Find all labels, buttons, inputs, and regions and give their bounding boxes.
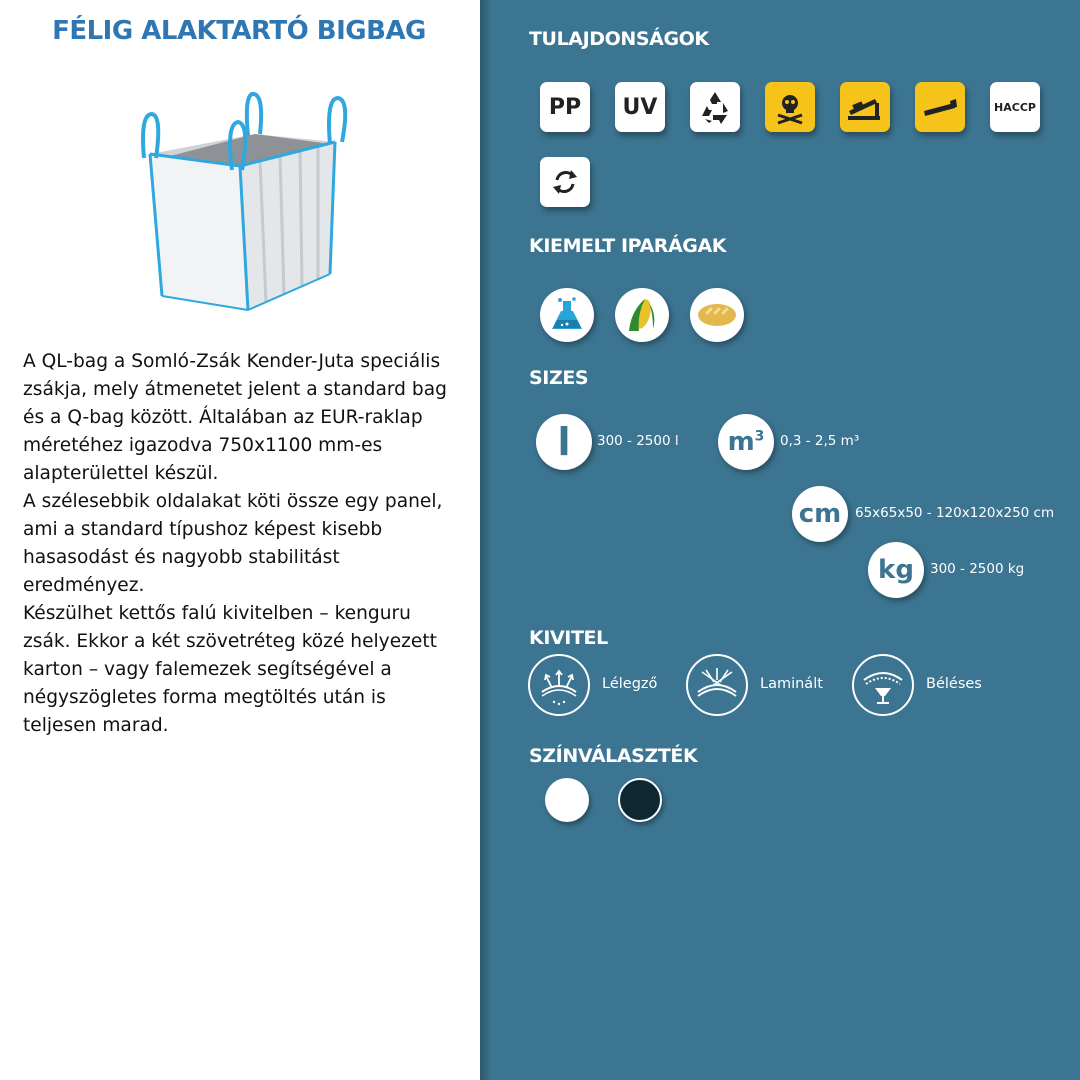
finish-label-lined: Béléses	[926, 676, 982, 692]
product-description: A QL-bag a Somló-Zsák Kender-Juta speciá…	[23, 348, 463, 740]
volume-m3-value: 0,3 - 2,5 m³	[780, 433, 860, 449]
panel-divider-shadow	[480, 0, 492, 1080]
liter-icon: l	[536, 414, 592, 470]
product-description-panel: FÉLIG ALAKTARTÓ BIGBAG A QL-bag a Somló-…	[0, 0, 480, 1080]
volume-liter-value: 300 - 2500 l	[597, 433, 679, 449]
corn-agriculture-icon	[615, 288, 669, 342]
color-swatch-dark[interactable]	[618, 778, 662, 822]
page-title: FÉLIG ALAKTARTÓ BIGBAG	[52, 16, 426, 46]
section-heading-finish: KIVITEL	[529, 627, 608, 649]
finish-label-breathable: Lélegző	[602, 676, 658, 692]
reusable-icon	[540, 157, 590, 207]
forklift-load-icon	[840, 82, 890, 132]
weight-value: 300 - 2500 kg	[930, 561, 1025, 577]
bigbag-product-image	[141, 92, 348, 311]
chemistry-flask-icon	[540, 288, 594, 342]
section-heading-sizes: SIZES	[529, 367, 589, 389]
section-heading-colors: SZÍNVÁLASZTÉK	[529, 745, 698, 767]
cubic-meter-icon: m3	[718, 414, 774, 470]
finish-label-laminated: Laminált	[760, 676, 823, 692]
section-heading-industries: KIEMELT IPARÁGAK	[529, 235, 727, 257]
kilogram-icon: kg	[868, 542, 924, 598]
haccp-icon: HACCP	[990, 82, 1040, 132]
section-heading-properties: TULAJDONSÁGOK	[529, 28, 709, 50]
color-swatch-white[interactable]	[545, 778, 589, 822]
recycle-icon	[690, 82, 740, 132]
pp-icon: PP	[540, 82, 590, 132]
breathable-icon	[528, 654, 590, 716]
uv-icon: UV	[615, 82, 665, 132]
dimensions-value: 65x65x50 - 120x120x250 cm	[855, 505, 1055, 521]
bar-load-icon	[915, 82, 965, 132]
description-paragraph: A szélesebbik oldalakat köti össze egy p…	[23, 491, 443, 596]
description-paragraph: A QL-bag a Somló-Zsák Kender-Juta speciá…	[23, 351, 447, 484]
description-paragraph: Készülhet kettős falú kivitelben – kengu…	[23, 603, 437, 736]
laminated-icon	[686, 654, 748, 716]
centimeter-icon: cm	[792, 486, 848, 542]
bread-food-icon	[690, 288, 744, 342]
skull-hazard-icon	[765, 82, 815, 132]
lined-icon	[852, 654, 914, 716]
